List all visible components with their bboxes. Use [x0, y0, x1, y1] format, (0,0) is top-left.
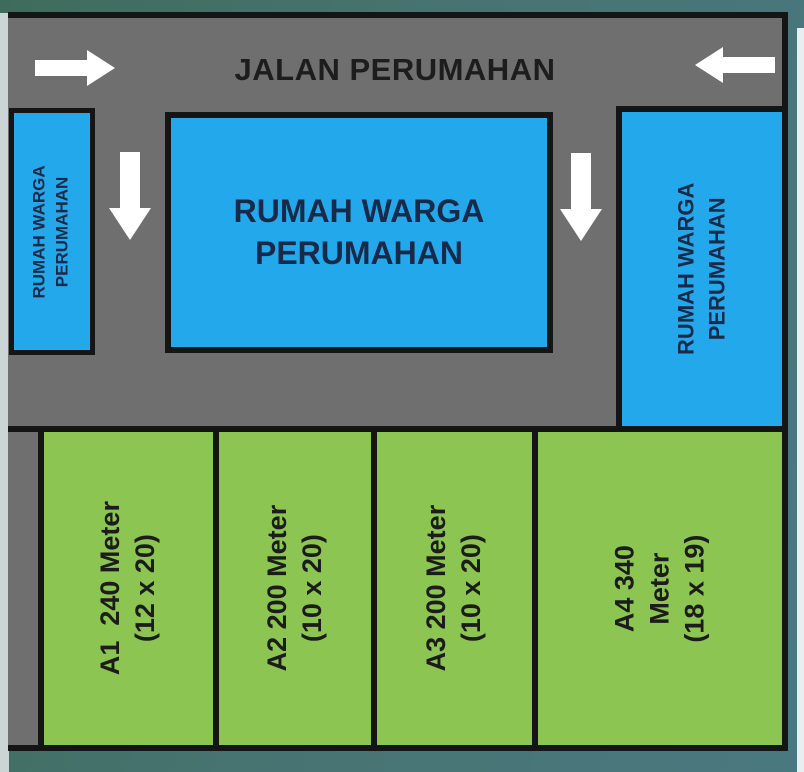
arrow-down-icon [560, 153, 602, 241]
house-block-right: RUMAH WARGA PERUMAHAN [616, 106, 788, 432]
street-name-label: JALAN PERUMAHAN [234, 52, 556, 87]
plot-a1-label: A1 240 Meter (12 x 20) [95, 501, 161, 676]
arrow-down-icon [109, 152, 151, 240]
right-edge-strip [797, 28, 804, 772]
house-block-left: RUMAH WARGA PERUMAHAN [9, 108, 95, 355]
plot-a2: A2 200 Meter (10 x 20) [213, 426, 377, 751]
house-block-center: RUMAH WARGA PERUMAHAN [165, 112, 553, 353]
arrow-left-icon [695, 47, 775, 83]
arrow-right-icon [35, 50, 115, 86]
house-block-center-label: RUMAH WARGA PERUMAHAN [233, 192, 485, 271]
house-block-right-label: RUMAH WARGA PERUMAHAN [673, 182, 730, 356]
plot-a4: A4 340 Meter (18 x 19) [532, 426, 788, 751]
plot-a2-label: A2 200 Meter (10 x 20) [261, 505, 327, 672]
plot-a3: A3 200 Meter (10 x 20) [371, 426, 538, 751]
house-block-left-label: RUMAH WARGA PERUMAHAN [30, 164, 72, 299]
plot-a1: A1 240 Meter (12 x 20) [38, 426, 219, 751]
plot-a4-label: A4 340 Meter (18 x 19) [609, 534, 710, 643]
left-edge-strip [0, 13, 9, 772]
plot-a3-label: A3 200 Meter (10 x 20) [421, 505, 487, 672]
